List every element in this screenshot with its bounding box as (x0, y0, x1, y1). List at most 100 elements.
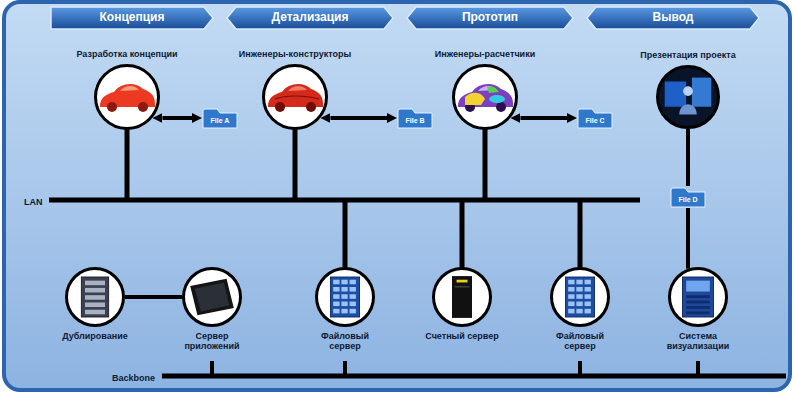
stress-patch (489, 95, 505, 103)
stress-patch (465, 93, 485, 105)
connector-line (125, 295, 182, 299)
cabinet-stripe (686, 306, 710, 309)
disk-bay (350, 302, 356, 307)
person-head (683, 86, 693, 96)
folder-shape (203, 109, 237, 128)
drive-slot (85, 288, 105, 293)
disk-bay (350, 309, 356, 314)
disk-bay (576, 294, 582, 299)
workstation-circle: Файловый сервер (550, 267, 610, 327)
cabinet-stripe (686, 295, 710, 298)
workstation-circle: Разработка концепции (94, 64, 160, 130)
disk-bay (568, 302, 574, 307)
double-arrow (520, 116, 567, 120)
circle-illustration (432, 267, 492, 327)
node-circle (264, 66, 327, 129)
visualization-cabinet (683, 277, 714, 317)
phase-label: Концепция (86, 11, 179, 24)
car-wheel (306, 102, 316, 112)
double-arrow (162, 116, 192, 120)
car-wheel (275, 102, 285, 112)
stress-patch (487, 86, 499, 93)
connector-line (686, 208, 690, 269)
server-face (195, 282, 230, 311)
car-window (120, 86, 139, 91)
folder-shape (398, 109, 432, 128)
workstation-circle: Инженеры-конструкторы (262, 64, 328, 130)
backbone-stub (343, 361, 347, 376)
disk-bay (576, 287, 582, 292)
disk-bay (350, 280, 356, 285)
workstation-circle: Счетный сервер (432, 267, 492, 327)
drive-slot (85, 281, 105, 286)
file-label: File A (211, 113, 230, 124)
folder-shape (578, 109, 612, 128)
workstation-circle: Сервер приложений (182, 267, 242, 327)
cabinet-panel (686, 281, 710, 292)
file-label: File B (405, 113, 424, 124)
screen (665, 81, 686, 106)
person-body (679, 104, 696, 114)
tab-outline (51, 7, 213, 29)
disk-bay (341, 287, 347, 292)
disk-bay (341, 280, 347, 285)
server-rack (330, 277, 359, 317)
disk-bay (341, 302, 347, 307)
circle-illustration (182, 267, 242, 327)
node-caption: Разработка концепции (52, 49, 202, 59)
backbone-stub (696, 361, 700, 376)
caption-holder: Презентация проекта (613, 50, 763, 60)
disk-bay (568, 309, 574, 314)
circle-illustration (668, 267, 728, 327)
server-panel (190, 279, 234, 315)
car-body (458, 84, 513, 107)
cabinet-stripe (686, 301, 710, 304)
drive-slot (85, 302, 105, 307)
node-circle (552, 269, 609, 326)
node-caption: Инженеры-конструкторы (220, 49, 370, 59)
disk-bay (576, 309, 582, 314)
caption-holder: Файловый сервер (307, 331, 383, 352)
circle-illustration (65, 267, 125, 327)
phase-tab: Прототип (406, 6, 574, 30)
car-body (100, 84, 155, 107)
phase-label: Прототип (448, 11, 532, 24)
compute-tower (452, 276, 472, 318)
bus-label-holder: Backbone (112, 367, 155, 385)
node-circle (67, 269, 124, 326)
circle-illustration (550, 267, 610, 327)
node-circle (96, 66, 159, 129)
node-caption: Файловый сервер (307, 331, 383, 352)
circle-illustration (94, 64, 160, 130)
disk-bay (576, 302, 582, 307)
workstation-circle: Презентация проекта (656, 65, 720, 129)
disk-bay (350, 287, 356, 292)
disk-bay (568, 280, 574, 285)
node-caption: Файловый сервер (542, 331, 618, 352)
tab-outline (227, 7, 393, 29)
tower-seam (455, 286, 470, 287)
disk-bay (350, 294, 356, 299)
phase-tab: Детализация (226, 6, 394, 30)
phase-tab: Концепция (50, 6, 214, 30)
workstation-circle: Инженеры-расчетчики (452, 64, 518, 130)
caption-holder: Счетный сервер (424, 331, 500, 341)
file-folder: File C (577, 107, 613, 129)
disk-bay (333, 302, 339, 307)
node-caption: Презентация проекта (613, 50, 763, 60)
node-caption: Счетный сервер (424, 331, 500, 341)
circle-illustration (656, 65, 720, 129)
circle-illustration (452, 64, 518, 130)
tab-outline (587, 7, 759, 29)
node-caption: Инженеры-расчетчики (410, 49, 560, 59)
backbone-bus (162, 374, 786, 379)
disk-bay (576, 280, 582, 285)
disk-bay (341, 309, 347, 314)
caption-holder: Инженеры-конструкторы (220, 49, 370, 59)
node-circle (658, 67, 719, 128)
workstation-circle: Дублирование (65, 267, 125, 327)
car-wheel (138, 102, 148, 112)
disk-bay (341, 294, 347, 299)
